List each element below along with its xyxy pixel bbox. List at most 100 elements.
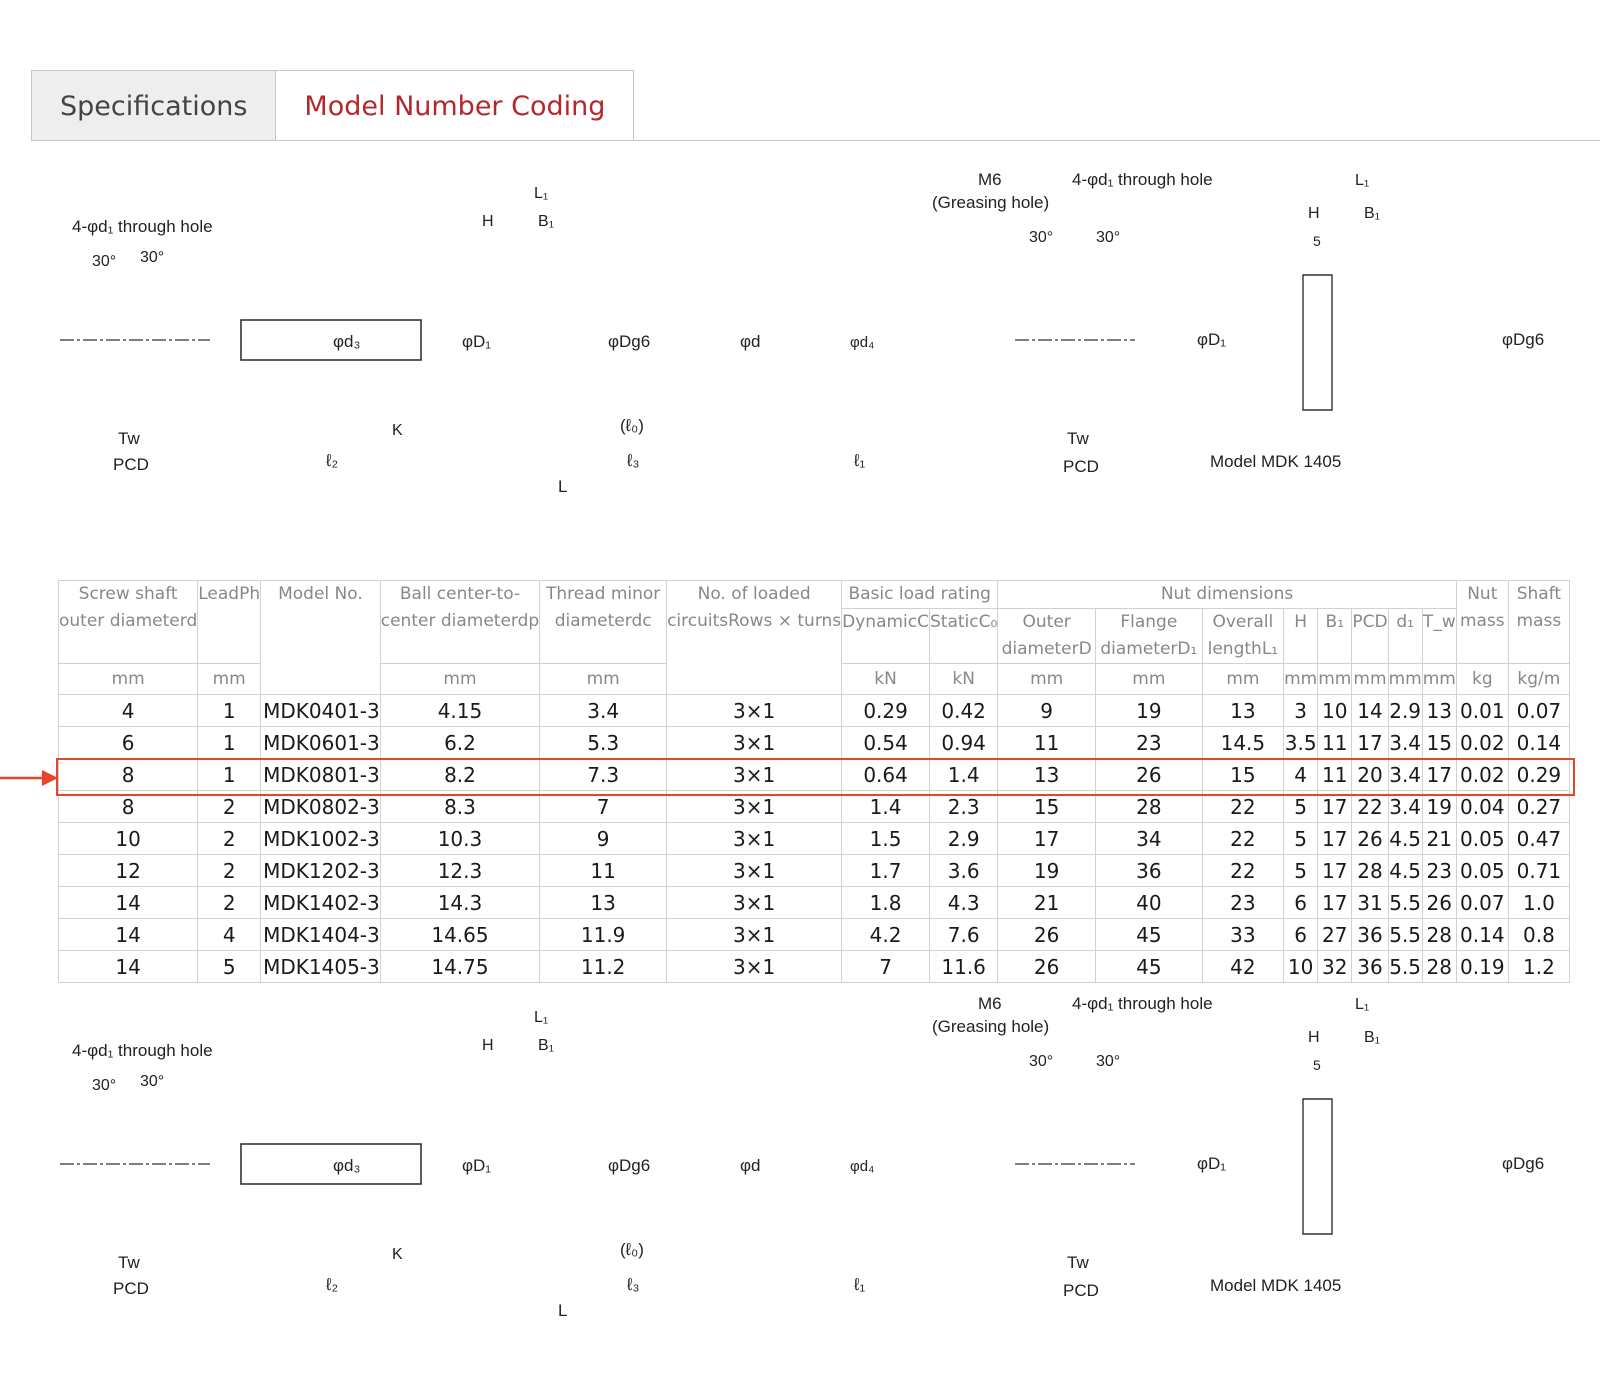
table-cell: 14 <box>57 950 199 983</box>
table-cell: 0.71 <box>1507 854 1571 887</box>
svg-text:ℓ₂: ℓ₂ <box>325 451 338 470</box>
table-cell: 0.05 <box>1455 822 1509 855</box>
svg-text:φD₁: φD₁ <box>462 1156 491 1175</box>
svg-text:Tw: Tw <box>1067 429 1089 448</box>
table-cell: 0.19 <box>1455 950 1509 983</box>
table-cell: 10.3 <box>379 822 541 855</box>
table-cell: 21 <box>1421 822 1457 855</box>
svg-text:L₁: L₁ <box>534 185 548 202</box>
svg-text:4-φd₁ through hole: 4-φd₁ through hole <box>72 217 213 236</box>
table-cell: 5.5 <box>1387 918 1423 951</box>
table-cell: 23 <box>1095 726 1203 759</box>
table-cell: 0.8 <box>1507 918 1571 951</box>
table-cell: 14.3 <box>379 886 541 919</box>
table-cell: 7.6 <box>928 918 999 951</box>
table-cell: 0.07 <box>1507 694 1571 727</box>
svg-text:L₁: L₁ <box>1355 996 1369 1013</box>
table-cell: 17 <box>1351 726 1389 759</box>
table-cell: 4 <box>57 694 199 727</box>
table-cell: 0.29 <box>1507 758 1571 791</box>
table-cell: 13 <box>997 758 1096 791</box>
table-cell: 3×1 <box>666 854 843 887</box>
header-pcd: PCD <box>1351 608 1389 664</box>
svg-text:L₁: L₁ <box>1355 172 1369 189</box>
table-cell: 0.94 <box>928 726 999 759</box>
tab-specifications[interactable]: Specifications <box>32 71 277 141</box>
unit-cell: kg <box>1455 663 1509 695</box>
table-cell: 0.07 <box>1455 886 1509 919</box>
unit-cell: mm <box>1351 663 1389 695</box>
svg-text:ℓ₂: ℓ₂ <box>325 1275 338 1294</box>
svg-text:(ℓ₀): (ℓ₀) <box>620 416 644 435</box>
table-cell: 27 <box>1317 918 1353 951</box>
svg-text:K: K <box>392 422 403 439</box>
table-cell: 4.2 <box>841 918 930 951</box>
table-cell: 3.4 <box>539 694 668 727</box>
table-cell: 22 <box>1201 854 1285 887</box>
model-number-cell: MDK0601-3 <box>260 726 381 759</box>
svg-text:K: K <box>392 1246 403 1263</box>
table-cell: 23 <box>1421 854 1457 887</box>
unit-cell: kg/m <box>1507 663 1571 695</box>
table-cell: 0.64 <box>841 758 930 791</box>
table-cell: 6 <box>1283 886 1319 919</box>
svg-text:L: L <box>558 477 567 496</box>
table-cell: 1.2 <box>1507 950 1571 983</box>
table-cell: 36 <box>1095 854 1203 887</box>
table-cell: 34 <box>1095 822 1203 855</box>
table-cell: 13 <box>1201 694 1285 727</box>
tab-model-number-coding[interactable]: Model Number Coding <box>276 71 634 141</box>
table-cell: 11.9 <box>539 918 668 951</box>
header-b1: B₁ <box>1317 608 1353 664</box>
header-h: H <box>1283 608 1319 664</box>
svg-text:φd₃: φd₃ <box>333 332 360 351</box>
table-cell: 4 <box>197 918 262 951</box>
svg-text:4-φd₁ through hole: 4-φd₁ through hole <box>72 1041 213 1060</box>
highlight-row-box <box>56 758 1575 796</box>
drawing-bottom: 4-φd₁ through hole 30° 30° Tw PCD φd₃ φD… <box>60 994 1544 1320</box>
unit-cell: mm <box>197 663 262 695</box>
svg-text:B₁: B₁ <box>538 213 554 230</box>
svg-text:φd₄: φd₄ <box>850 334 874 351</box>
table-cell: 4.5 <box>1387 822 1423 855</box>
table-cell: 17 <box>1317 822 1353 855</box>
table-cell: 0.42 <box>928 694 999 727</box>
table-cell: 2.9 <box>928 822 999 855</box>
table-cell: 10 <box>1317 694 1353 727</box>
table-cell: 3×1 <box>666 726 843 759</box>
table-cell: 1 <box>197 726 262 759</box>
table-cell: 10 <box>1283 950 1319 983</box>
table-cell: 10 <box>57 822 199 855</box>
table-cell: 19 <box>1095 694 1203 727</box>
table-cell: 1.5 <box>841 822 930 855</box>
header-tw: T_w <box>1421 608 1457 664</box>
table-cell: 45 <box>1095 918 1203 951</box>
unit-cell: kN <box>928 663 999 695</box>
svg-text:φD₁: φD₁ <box>1197 330 1226 349</box>
svg-text:PCD: PCD <box>1063 457 1099 476</box>
table-cell: 17 <box>997 822 1096 855</box>
table-cell: 32 <box>1317 950 1353 983</box>
svg-text:H: H <box>482 213 494 230</box>
table-cell: 11 <box>539 854 668 887</box>
table-cell: 3×1 <box>666 822 843 855</box>
table-cell: 17 <box>1421 758 1457 791</box>
table-cell: 2 <box>197 854 262 887</box>
table-cell: 5.5 <box>1387 950 1423 983</box>
header-model: Model No. <box>260 580 381 695</box>
svg-text:φD₁: φD₁ <box>462 332 491 351</box>
arrow-pointer-icon <box>0 770 58 786</box>
table-cell: 36 <box>1351 918 1389 951</box>
header-d1: d₁ <box>1387 608 1423 664</box>
table-cell: 0.01 <box>1455 694 1509 727</box>
table-cell: 11 <box>997 726 1096 759</box>
